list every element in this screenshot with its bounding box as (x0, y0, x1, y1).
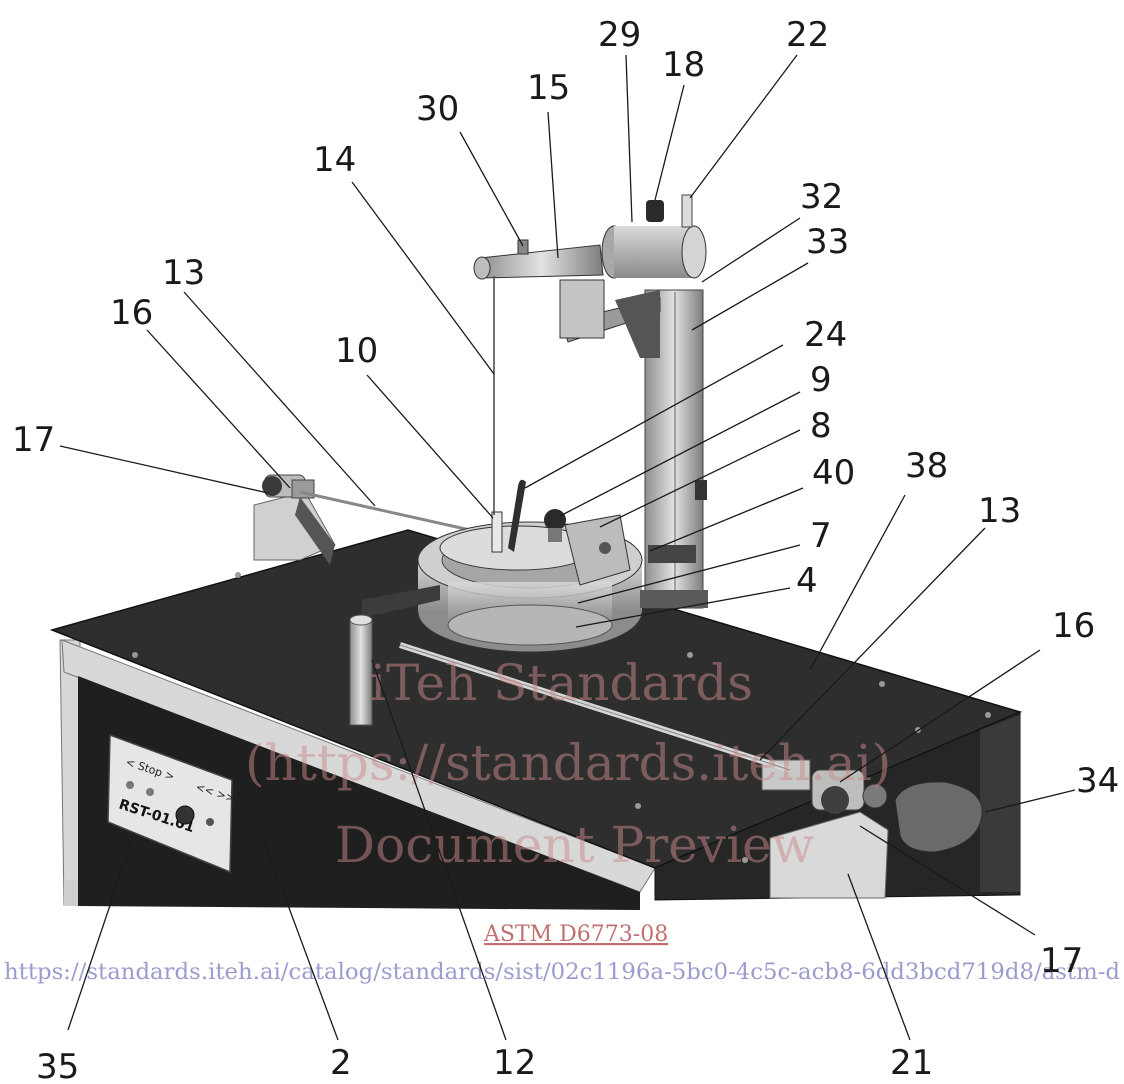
left-frame (59, 639, 81, 906)
callout-10: 10 (335, 331, 378, 371)
callout-labels: 29 18 22 15 30 14 32 33 13 16 10 24 9 8 … (12, 15, 1119, 1084)
control-panel: < Stop > << >> RST-01.01 (107, 733, 236, 874)
watermark-line-1: iTeh Standards (370, 654, 753, 712)
callout-4: 4 (796, 561, 818, 601)
callout-22: 22 (786, 15, 829, 55)
panel-indicator-3 (206, 818, 214, 826)
right-bracket-21 (769, 811, 889, 899)
knob-18[interactable] (646, 200, 664, 222)
callout-7: 7 (810, 516, 832, 556)
callout-17-left: 17 (12, 420, 55, 460)
watermark-url[interactable]: https://standards.iteh.ai/catalog/standa… (4, 960, 1120, 985)
callout-13-right: 13 (978, 491, 1021, 531)
pipe-22 (681, 194, 693, 228)
lever[interactable] (508, 479, 526, 552)
callout-14: 14 (313, 140, 356, 180)
callout-34: 34 (1076, 761, 1119, 801)
callout-32: 32 (800, 177, 843, 217)
callout-17-right: 17 (1040, 941, 1083, 981)
panel-indicator-1 (126, 781, 134, 789)
load-cell-arm (473, 194, 707, 515)
callout-30: 30 (416, 89, 459, 129)
mounting-holes (132, 572, 991, 863)
load-pin (491, 511, 503, 553)
cables (299, 490, 791, 773)
callout-15: 15 (527, 68, 570, 108)
callout-18: 18 (662, 45, 705, 85)
callout-8: 8 (810, 406, 832, 446)
callout-33: 33 (806, 222, 849, 262)
right-knob[interactable] (862, 783, 888, 809)
handle-34[interactable] (894, 781, 983, 853)
right-side-panel (980, 715, 1020, 892)
callout-16-left: 16 (110, 293, 153, 333)
set-screw-30[interactable] (517, 239, 529, 255)
column-clamp-40[interactable] (648, 545, 696, 563)
right-pulley (821, 786, 849, 814)
callout-2: 2 (330, 1043, 352, 1083)
callout-29: 29 (598, 15, 641, 55)
panel-knob[interactable] (175, 805, 195, 825)
left-pulley-assembly (253, 474, 336, 565)
callout-24: 24 (804, 315, 847, 355)
callout-12: 12 (493, 1043, 536, 1083)
watermark-line-3: Document Preview (335, 816, 815, 874)
callout-16-right: 16 (1052, 606, 1095, 646)
bottom-strip (64, 880, 78, 906)
callout-40: 40 (812, 453, 855, 493)
knob-9[interactable] (544, 509, 566, 531)
panel-indicator-2 (146, 788, 154, 796)
watermark-line-2: (https://standards.iteh.ai) (245, 734, 891, 792)
callout-13-left: 13 (162, 253, 205, 293)
watermark-standard-link[interactable]: ASTM D6773-08 (483, 922, 668, 947)
post-12 (349, 619, 373, 726)
right-pulley-assembly (761, 759, 983, 899)
shear-cell (349, 479, 643, 726)
watermark: iTeh Standards (https://standards.iteh.a… (4, 654, 1120, 985)
left-pulley (262, 476, 282, 496)
callout-35: 35 (36, 1047, 79, 1084)
callout-21: 21 (890, 1043, 933, 1083)
leader-lines (59, 54, 1076, 1041)
callout-38: 38 (905, 446, 948, 486)
callout-9: 9 (810, 360, 832, 400)
